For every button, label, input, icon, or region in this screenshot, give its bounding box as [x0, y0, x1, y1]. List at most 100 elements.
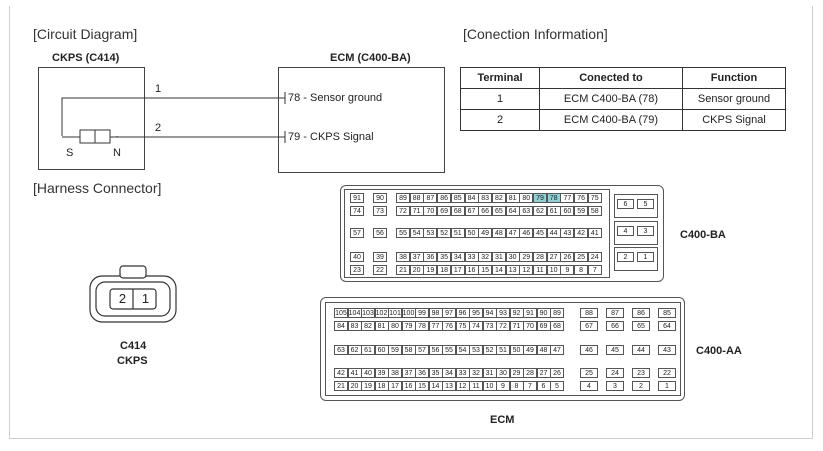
- pin-65: 65: [491, 206, 506, 216]
- pin-32: 32: [469, 368, 483, 378]
- pin-30: 30: [505, 252, 520, 262]
- pin-23: 23: [632, 368, 650, 378]
- pin-44: 44: [546, 228, 561, 238]
- pin-81: 81: [374, 321, 389, 331]
- pin-17: 17: [388, 381, 402, 391]
- pin-43: 43: [658, 345, 676, 355]
- pin-38: 38: [388, 368, 402, 378]
- pin-69: 69: [437, 206, 452, 216]
- pin-49: 49: [523, 345, 537, 355]
- pin-8: 8: [574, 265, 589, 275]
- pin-62: 62: [533, 206, 547, 216]
- pin-34: 34: [442, 368, 456, 378]
- pin-63: 63: [334, 345, 348, 355]
- pin-52: 52: [437, 228, 452, 238]
- pin-74: 74: [350, 206, 364, 216]
- pin-56: 56: [428, 345, 443, 355]
- pin-46: 46: [580, 345, 598, 355]
- pin-27: 27: [546, 252, 561, 262]
- pin-30: 30: [496, 368, 510, 378]
- pin-55: 55: [442, 345, 456, 355]
- pin-78: 78: [415, 321, 429, 331]
- cell-terminal: 2: [460, 109, 540, 131]
- pin-72: 72: [496, 321, 510, 331]
- pin-2: 2: [617, 252, 634, 262]
- pin-82: 82: [361, 321, 375, 331]
- pin-85: 85: [450, 193, 465, 203]
- header-connected-to: Conected to: [539, 67, 683, 89]
- pin-95: 95: [469, 308, 483, 318]
- pin-44: 44: [632, 345, 650, 355]
- pin-77: 77: [560, 193, 575, 203]
- pin-78: 78: [546, 193, 561, 203]
- pin-28: 28: [533, 252, 547, 262]
- pin-59: 59: [388, 345, 402, 355]
- connection-info-title: [Conection Information]: [463, 26, 608, 42]
- pin-20: 20: [409, 265, 424, 275]
- ckps-sensor-box: [38, 67, 145, 170]
- pin-68: 68: [550, 321, 564, 331]
- pin-67: 67: [464, 206, 479, 216]
- pin-25: 25: [574, 252, 589, 262]
- table-header-row: Terminal Conected to Function: [460, 67, 786, 89]
- pin-84: 84: [334, 321, 348, 331]
- pin-83: 83: [347, 321, 362, 331]
- pin-58: 58: [401, 345, 416, 355]
- n-terminal-label: N: [113, 147, 121, 159]
- pin-24: 24: [587, 252, 602, 262]
- pin-62: 62: [347, 345, 362, 355]
- pin-46: 46: [519, 228, 534, 238]
- pin-40: 40: [350, 252, 364, 262]
- pin-54: 54: [455, 345, 470, 355]
- pin-42: 42: [334, 368, 348, 378]
- pin-5: 5: [550, 381, 564, 391]
- pin-51: 51: [496, 345, 510, 355]
- pin-91: 91: [523, 308, 537, 318]
- pin-53: 53: [423, 228, 438, 238]
- table-row: 1 ECM C400-BA (78) Sensor ground: [460, 88, 786, 110]
- c414-pin-1: 1: [141, 291, 150, 306]
- pin-77: 77: [428, 321, 443, 331]
- pin-49: 49: [478, 228, 493, 238]
- pin-82: 82: [491, 193, 506, 203]
- pin-103: 103: [361, 308, 375, 318]
- pin-22: 22: [373, 265, 387, 275]
- cell-connected-to: ECM C400-BA (78): [539, 88, 683, 110]
- pin-24: 24: [606, 368, 624, 378]
- header-function: Function: [682, 67, 786, 89]
- pin-57: 57: [350, 228, 364, 238]
- pin-97: 97: [442, 308, 456, 318]
- pin-19: 19: [423, 265, 438, 275]
- pin-9: 9: [496, 381, 510, 391]
- pin-18: 18: [437, 265, 452, 275]
- header-terminal: Terminal: [460, 67, 540, 89]
- pin-4: 4: [617, 226, 634, 236]
- pin-99: 99: [415, 308, 429, 318]
- pin-2: 2: [632, 381, 650, 391]
- pin-105: 105: [334, 308, 348, 318]
- pin-1: 1: [637, 252, 654, 262]
- pin-76: 76: [442, 321, 456, 331]
- pin-21: 21: [396, 265, 410, 275]
- pin-19: 19: [361, 381, 375, 391]
- pin-68: 68: [450, 206, 465, 216]
- pin-36: 36: [423, 252, 438, 262]
- pin-87: 87: [606, 308, 624, 318]
- s-terminal-label: S: [66, 147, 74, 159]
- pin-15: 15: [415, 381, 429, 391]
- c400-aa-label: C400-AA: [696, 345, 742, 357]
- pin-31: 31: [491, 252, 506, 262]
- pin-33: 33: [455, 368, 470, 378]
- pin-21: 21: [334, 381, 348, 391]
- pin-1: 1: [658, 381, 676, 391]
- pin-93: 93: [496, 308, 510, 318]
- pin-35: 35: [428, 368, 443, 378]
- pin-88: 88: [409, 193, 424, 203]
- pin-75: 75: [587, 193, 602, 203]
- pin-45: 45: [606, 345, 624, 355]
- pin-10: 10: [482, 381, 497, 391]
- pin-61: 61: [361, 345, 375, 355]
- harness-connector-title: [Harness Connector]: [33, 180, 162, 196]
- pin-89: 89: [396, 193, 410, 203]
